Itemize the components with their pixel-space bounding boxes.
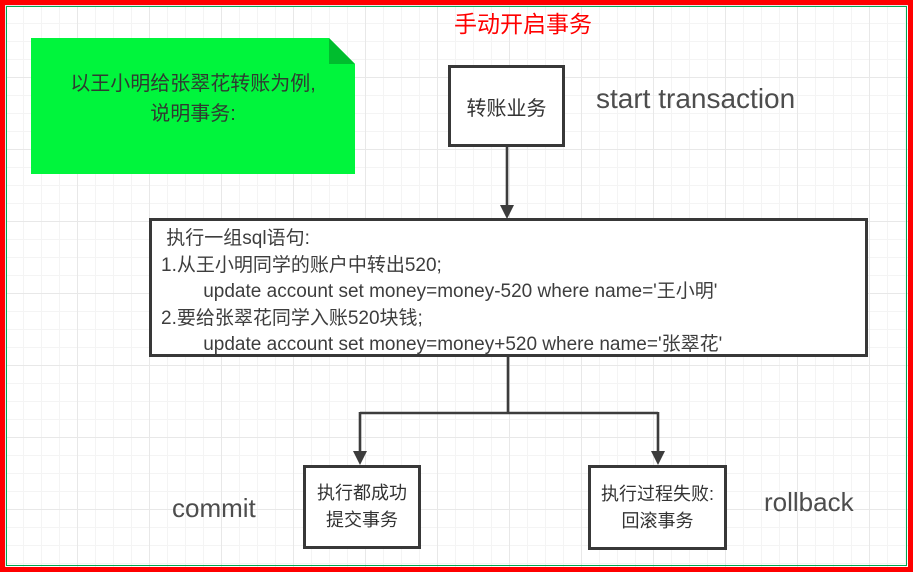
start-transaction-label: start transaction — [596, 83, 796, 114]
sql-line: update account set money=money+520 where… — [161, 334, 723, 355]
rollback-label: rollback — [764, 487, 854, 517]
sticky-note: 以王小明给张翠花转账为例, 说明事务: — [31, 38, 355, 174]
note-fold-corner-icon — [329, 38, 355, 64]
rollback-box-line-1: 执行过程失败: — [600, 483, 714, 504]
transfer-business-box: 转账业务 — [448, 65, 565, 147]
diagram-title: 手动开启事务 — [454, 11, 592, 37]
transfer-business-label: 转账业务 — [466, 97, 547, 120]
rollback-box: 执行过程失败: 回滚事务 — [588, 465, 727, 550]
sql-line: update account set money=money-520 where… — [161, 281, 718, 302]
sql-line: 执行一组sql语句: — [161, 228, 310, 249]
note-line-1: 以王小明给张翠花转账为例, — [70, 73, 316, 95]
commit-box-line-2: 提交事务 — [326, 510, 398, 530]
note-line-2: 说明事务: — [150, 103, 236, 125]
commit-label: commit — [172, 493, 256, 523]
commit-box-line-1: 执行都成功 — [317, 483, 407, 503]
sticky-note-body: 以王小明给张翠花转账为例, 说明事务: — [31, 38, 355, 174]
sql-statements-box: 执行一组sql语句: 1.从王小明同学的账户中转出520; update acc… — [149, 218, 868, 357]
sql-line: 1.从王小明同学的账户中转出520; — [161, 254, 442, 276]
sql-line: 2.要给张翠花同学入账520块钱; — [161, 307, 423, 329]
commit-box: 执行都成功 提交事务 — [303, 465, 421, 549]
rollback-box-line-2: 回滚事务 — [621, 510, 694, 531]
